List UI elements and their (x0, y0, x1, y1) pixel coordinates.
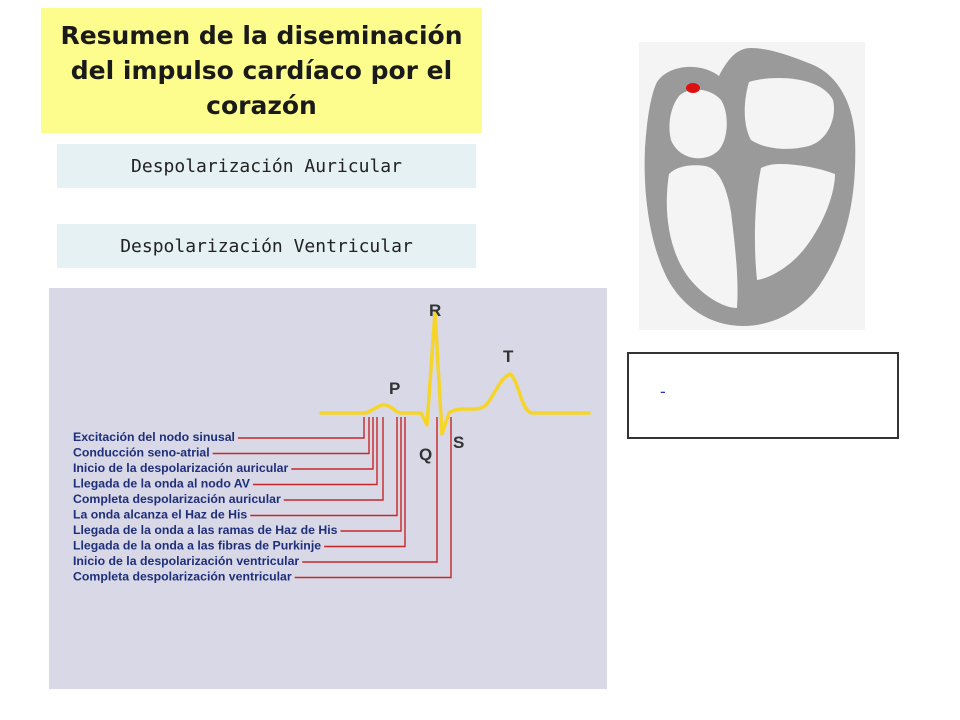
wave-label-t: T (503, 347, 514, 366)
event-label: Inicio de la despolarización auricular (73, 461, 288, 475)
event-label: Conducción seno-atrial (73, 446, 210, 460)
wave-label-p: P (389, 379, 400, 398)
info-box: - (627, 352, 899, 439)
wave-label-s: S (453, 433, 464, 452)
ventricular-depolarization-label: Despolarización Ventricular (57, 224, 476, 268)
page-title: Resumen de la diseminación del impulso c… (60, 21, 463, 120)
event-label: Completa despolarización auricular (73, 492, 281, 506)
event-marker-line (340, 417, 402, 532)
event-label: Llegada de la onda al nodo AV (73, 477, 251, 491)
event-marker-line (324, 417, 406, 548)
event-marker-line (237, 417, 365, 439)
event-marker-line (302, 417, 438, 563)
event-label: La onda alcanza el Haz de His (73, 508, 247, 522)
sinus-node-dot (686, 83, 700, 93)
event-label: Completa despolarización ventricular (73, 570, 292, 584)
title-box: Resumen de la diseminación del impulso c… (41, 8, 482, 133)
event-marker-line (294, 417, 452, 579)
event-marker-line (250, 417, 398, 517)
wave-label-q: Q (419, 445, 432, 464)
wave-label-r: R (429, 301, 441, 320)
event-label: Inicio de la despolarización ventricular (73, 554, 299, 568)
event-marker-line (252, 417, 378, 486)
atrial-depolarization-label: Despolarización Auricular (57, 144, 476, 188)
event-marker-line (291, 417, 374, 470)
heart-illustration (639, 42, 865, 330)
event-label: Llegada de la onda a las fibras de Purki… (73, 539, 321, 553)
info-box-text: - (660, 382, 666, 401)
event-marker-lines (212, 417, 452, 579)
ecg-trace (319, 310, 591, 436)
event-marker-line (283, 417, 384, 501)
heart-wall (644, 48, 856, 326)
event-marker-line (212, 417, 370, 455)
event-label: Excitación del nodo sinusal (73, 430, 235, 444)
heart-diagram (639, 42, 865, 330)
event-label: Llegada de la onda a las ramas de Haz de… (73, 523, 338, 537)
